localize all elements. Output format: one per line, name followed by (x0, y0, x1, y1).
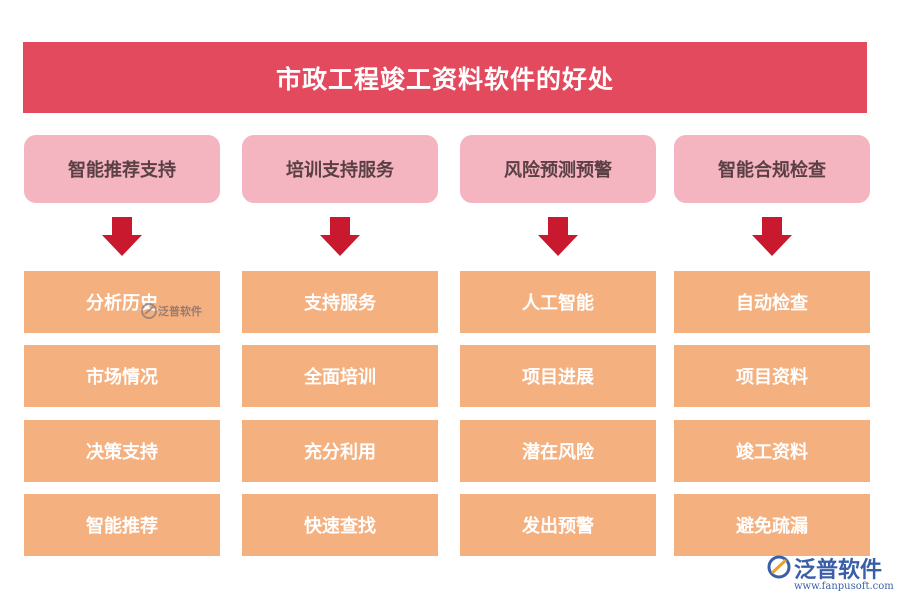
down-arrow-icon (320, 217, 360, 256)
list-item: 人工智能 (460, 271, 656, 333)
list-item: 全面培训 (242, 345, 438, 407)
list-item: 发出预警 (460, 494, 656, 556)
logo-icon (141, 303, 157, 319)
list-item: 竣工资料 (674, 420, 870, 482)
column-header: 智能合规检查 (674, 135, 870, 203)
column-header: 智能推荐支持 (24, 135, 220, 203)
list-item: 潜在风险 (460, 420, 656, 482)
down-arrow-icon (102, 217, 142, 256)
watermark-brand: 泛普软件 (158, 305, 202, 318)
column-header: 风险预测预警 (460, 135, 656, 203)
down-arrow-icon (538, 217, 578, 256)
list-item: 充分利用 (242, 420, 438, 482)
list-item: 项目进展 (460, 345, 656, 407)
list-item: 自动检查 (674, 271, 870, 333)
brand-logo: 泛普软件 www.fanpusoft.com (766, 552, 894, 596)
logo-brand-text: 泛普软件 (794, 558, 883, 583)
list-item: 快速查找 (242, 494, 438, 556)
list-item: 智能推荐 (24, 494, 220, 556)
logo-url-text: www.fanpusoft.com (794, 581, 894, 592)
list-item: 支持服务 (242, 271, 438, 333)
list-item: 避免疏漏 (674, 494, 870, 556)
column-header: 培训支持服务 (242, 135, 438, 203)
list-item: 市场情况 (24, 345, 220, 407)
list-item: 分析历史 (24, 271, 220, 333)
list-item: 决策支持 (24, 420, 220, 482)
list-item: 项目资料 (674, 345, 870, 407)
diagram-title: 市政工程竣工资料软件的好处 (23, 42, 867, 113)
logo-icon (767, 555, 791, 579)
watermark-small: 泛普软件 (140, 302, 202, 320)
down-arrow-icon (752, 217, 792, 256)
